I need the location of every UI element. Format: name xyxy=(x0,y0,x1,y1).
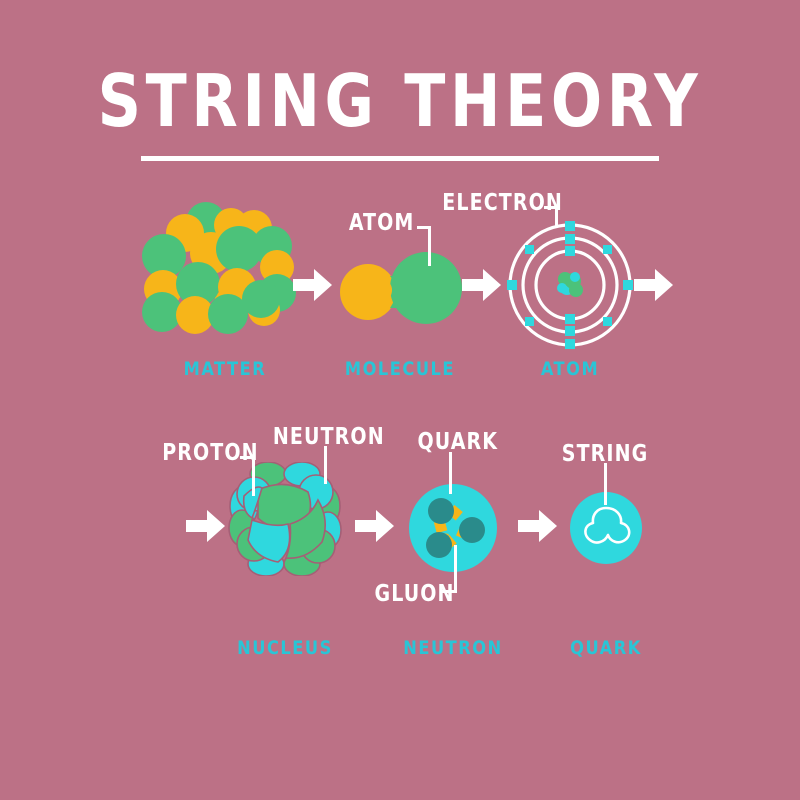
right-arrow-icon xyxy=(518,510,557,542)
matter-particle xyxy=(142,292,182,332)
quark-string-diagram xyxy=(568,490,644,566)
neutron-diagram xyxy=(408,483,498,573)
caption-neutron: NEUTRON xyxy=(403,637,503,659)
gluon-leader-horizontal xyxy=(441,590,457,593)
electron-leader-horizontal xyxy=(544,206,558,209)
right-arrow-icon xyxy=(462,269,501,301)
caption-quark: QUARK xyxy=(570,637,642,659)
nucleus-diagram xyxy=(228,461,342,577)
atom-leader-vertical xyxy=(428,226,431,266)
caption-molecule: MOLECULE xyxy=(344,358,456,380)
right-arrow-icon xyxy=(634,269,673,301)
atom-callout: ATOM xyxy=(348,210,415,236)
matter-particle xyxy=(242,280,280,318)
title-block: STRING THEORY xyxy=(0,62,800,140)
right-arrow-icon xyxy=(186,510,225,542)
atom-diagram xyxy=(505,219,635,351)
molecule-diagram xyxy=(338,248,462,330)
right-arrow-icon xyxy=(293,269,332,301)
neutron-callout-row2: NEUTRON xyxy=(272,424,385,450)
electron-callout: ELECTRON xyxy=(442,190,563,216)
caption-nucleus: NUCLEUS xyxy=(237,637,333,659)
quark-leader-vertical xyxy=(449,452,452,494)
electron-leader-vertical xyxy=(555,206,558,226)
proton-leader-horizontal xyxy=(240,456,255,459)
string-callout: STRING xyxy=(561,441,649,467)
caption-atom: ATOM xyxy=(540,358,600,380)
proton-callout: PROTON xyxy=(162,440,259,466)
gluon-callout: GLUON xyxy=(374,581,455,607)
page-title: STRING THEORY xyxy=(97,59,703,143)
matter-particle xyxy=(216,226,262,272)
matter-diagram xyxy=(140,196,302,336)
title-divider xyxy=(141,156,659,161)
proton-leader-vertical xyxy=(252,456,255,496)
right-arrow-icon xyxy=(355,510,394,542)
quark-callout: QUARK xyxy=(417,429,499,455)
gluon-leader-vertical xyxy=(454,545,457,591)
matter-particle xyxy=(176,296,214,334)
neutron-leader-vertical xyxy=(324,446,327,484)
matter-particle xyxy=(208,294,248,334)
string-leader-vertical xyxy=(604,463,607,505)
atom-leader-horizontal xyxy=(417,226,431,229)
caption-matter: MATTER xyxy=(183,358,267,380)
